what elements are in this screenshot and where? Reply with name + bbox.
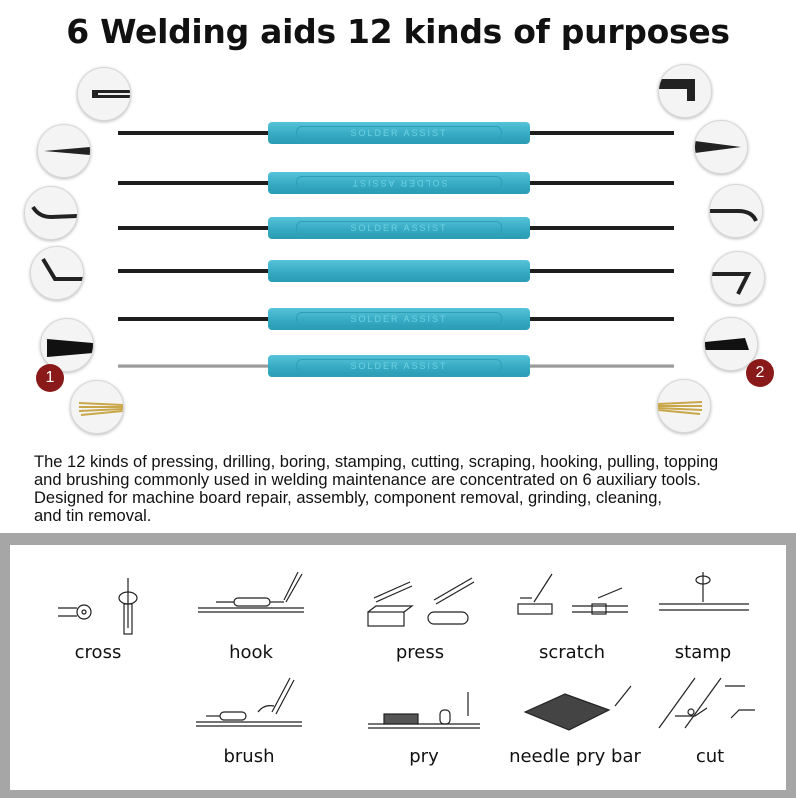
tip-fork-circle [658, 64, 712, 118]
description-line: Designed for machine board repair, assem… [34, 489, 662, 507]
needle-pry-bar-icon [523, 685, 632, 731]
tip-needle-circle [37, 124, 91, 178]
use-stamp: stamp [653, 568, 753, 663]
tip-needle-circle [694, 120, 748, 174]
cross-icon [58, 578, 138, 635]
use-label: press [395, 642, 445, 663]
handle-label: SOLDER ASSIST [296, 359, 502, 373]
use-pry: pry [364, 672, 484, 767]
use-label: cross [74, 642, 122, 663]
use-brush: brush [194, 672, 304, 767]
use-label: pry [409, 746, 439, 767]
handle-label: SOLDER ASSIST [296, 221, 502, 235]
description-line: The 12 kinds of pressing, drilling, bori… [34, 453, 719, 471]
hook-icon [198, 571, 304, 613]
tool-4 [112, 260, 678, 282]
tip-fork-circle [77, 67, 131, 121]
use-label: stamp [674, 642, 732, 663]
tip-hook-circle [30, 246, 84, 300]
use-needle-pry-bar: needle pry bar [505, 672, 645, 767]
page-title: 6 Welding aids 12 kinds of purposes [66, 12, 730, 51]
tool-5: SOLDER ASSIST [112, 308, 678, 330]
use-hook: hook [196, 568, 306, 663]
use-scratch: scratch [512, 568, 632, 663]
use-label: hook [229, 642, 273, 663]
tip-brush-circle [657, 379, 711, 433]
use-cross: cross [48, 568, 148, 663]
brush-icon [196, 677, 302, 727]
use-label: brush [223, 746, 275, 767]
use-cut: cut [655, 672, 765, 767]
stamp-icon [659, 572, 749, 611]
tip-flat-circle [704, 317, 758, 371]
scratch-icon [517, 573, 628, 615]
handle-label: SOLDER ASSIST [296, 312, 502, 326]
use-label: needle pry bar [509, 746, 641, 767]
tip-brush-circle [70, 380, 124, 434]
badge-1: 1 [36, 364, 64, 392]
tool-2: SOLDER ASSIST [112, 172, 678, 194]
cut-icon [658, 677, 755, 729]
description: The 12 kinds of pressing, drilling, bori… [34, 453, 774, 525]
tip-hook-circle [711, 251, 765, 305]
uses-panel [10, 545, 786, 790]
tip-flat-circle [40, 318, 94, 372]
description-line: and tin removal. [34, 507, 152, 525]
tool-6: SOLDER ASSIST [112, 355, 678, 377]
press-icon [367, 577, 475, 627]
use-label: cut [695, 746, 725, 767]
description-line: and brushing commonly used in welding ma… [34, 471, 701, 489]
tip-curved-circle [24, 186, 78, 240]
badge-2: 2 [746, 359, 774, 387]
tool-3: SOLDER ASSIST [112, 217, 678, 239]
tip-curved-circle [709, 184, 763, 238]
tool-1: SOLDER ASSIST [112, 122, 678, 144]
pry-icon [368, 692, 480, 729]
use-label: scratch [538, 642, 606, 663]
handle-label: SOLDER ASSIST [296, 126, 502, 140]
use-press: press [360, 568, 480, 663]
handle-label: SOLDER ASSIST [296, 176, 502, 190]
